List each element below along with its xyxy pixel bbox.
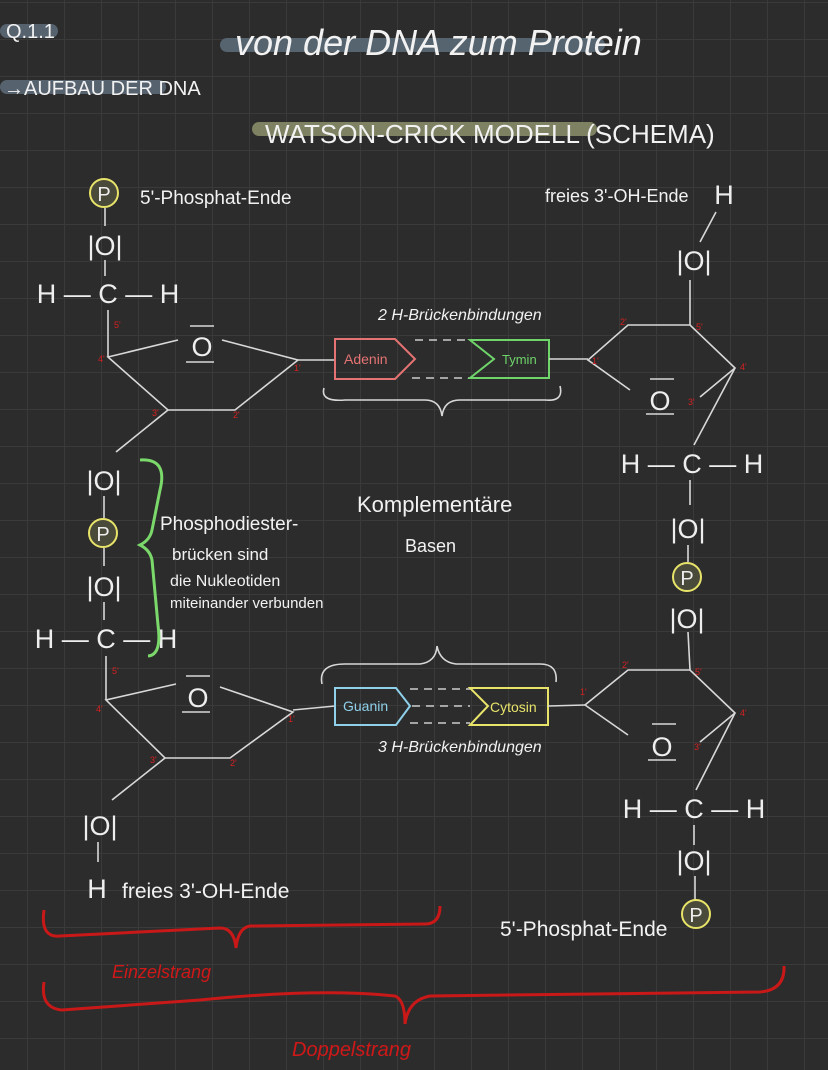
note-line: die Nukleotiden — [170, 573, 280, 590]
phosphate-circle — [681, 899, 711, 929]
end-label-bottom-left: freies 3'-OH-Ende — [122, 880, 289, 903]
carbon-label: 5' — [696, 322, 703, 332]
brace-bottom — [320, 645, 557, 685]
carbon-label: 3' — [688, 397, 695, 407]
subtitle: →AUFBAU DER DNA — [4, 78, 201, 100]
carbon-label: 2' — [230, 758, 237, 768]
base-pair-adenin-tymin: 2 H-Brückenbindungen Adenin Tymin — [322, 307, 588, 417]
end-label-top-right: freies 3'-OH-Ende — [545, 186, 689, 206]
tymin-label: Tymin — [502, 352, 537, 367]
ring-oxygen: O — [651, 732, 672, 762]
complementary-label: Komplementäre — [357, 492, 512, 517]
top-right-nucleotide: freies 3'-OH-Ende H |O| O 1' 2' 5' 4' 3'… — [545, 180, 764, 671]
note-line: miteinander verbunden — [170, 595, 323, 612]
carbon-label: 4' — [740, 362, 747, 372]
phosphate-label: P — [680, 568, 693, 590]
phosphate-circle — [88, 518, 118, 548]
carbon-label: 4' — [96, 704, 103, 714]
oxygen-bridge: |O| — [87, 231, 122, 261]
carbon-label: 3' — [694, 742, 701, 752]
ch2-group: H — C — H — [37, 279, 180, 309]
double-strand-label: Doppelstrang — [292, 1039, 411, 1061]
phosphate-circle — [672, 562, 702, 592]
green-brace — [136, 458, 164, 658]
phosphodiester-note: Phosphodiester- brücken sind die Nukleot… — [136, 458, 323, 658]
single-strand-brace — [41, 905, 442, 949]
section-number: Q.1.1 — [6, 21, 55, 43]
complementary-label-2: Basen — [405, 536, 456, 556]
phosphate-circle — [89, 178, 119, 208]
carbon-label: 2' — [620, 317, 627, 327]
carbon-label: 1' — [294, 363, 301, 373]
oxygen-bridge: |O| — [86, 466, 121, 496]
bond-label-3h: 3 H-Brückenbindungen — [378, 739, 542, 756]
oxygen-bridge: |O| — [676, 846, 711, 876]
ring-oxygen: O — [187, 683, 208, 713]
top-left-nucleotide: P 5'-Phosphat-Ende |O| H — C — H 5' O 4'… — [37, 178, 335, 453]
carbon-label: 2' — [622, 660, 629, 670]
carbon-label: 3' — [152, 408, 159, 418]
cytosin-label: Cytosin — [490, 699, 537, 715]
carbon-label: 1' — [288, 714, 295, 724]
carbon-label: 1' — [580, 687, 587, 697]
section-highlight — [0, 24, 58, 38]
adenin-shape — [334, 338, 417, 380]
page-title: von der DNA zum Protein — [235, 22, 642, 63]
bottom-right-nucleotide: O 1' 2' 5' 4' 3' H — C — H |O| P 5'-Phos… — [500, 660, 765, 941]
double-strand-brace — [41, 965, 786, 1025]
subtitle-highlight — [0, 80, 166, 94]
carbon-label: 5' — [695, 667, 702, 677]
carbon-label: 5' — [112, 666, 119, 676]
end-label-bottom-right: 5'-Phosphat-Ende — [500, 918, 667, 941]
phosphate-label: P — [97, 184, 110, 206]
phosphate-label: P — [96, 524, 109, 546]
note-line: Phosphodiester- — [160, 514, 298, 535]
carbon-label: 3' — [150, 755, 157, 765]
oxygen-bridge: |O| — [86, 572, 121, 602]
oxygen-bridge: |O| — [670, 514, 705, 544]
oxygen-bridge: |O| — [669, 604, 704, 634]
adenin-label: Adenin — [344, 351, 388, 367]
ring-oxygen: O — [649, 386, 670, 416]
title-highlight — [220, 38, 605, 52]
guanin-label: Guanin — [343, 698, 388, 714]
end-label-top-left: 5'-Phosphat-Ende — [140, 188, 292, 209]
bond-label-2h: 2 H-Brückenbindungen — [377, 307, 542, 324]
oxygen-bridge: |O| — [676, 246, 711, 276]
carbon-label: 4' — [98, 354, 105, 364]
carbon-label: 2' — [233, 410, 240, 420]
phosphate-label: P — [689, 905, 702, 927]
hydrogen: H — [714, 180, 734, 210]
carbon-label: 4' — [740, 708, 747, 718]
guanin-shape — [334, 687, 412, 726]
ch2-group: H — C — H — [35, 624, 178, 654]
ch2-group: H — C — H — [623, 794, 766, 824]
hydrogen: H — [87, 874, 107, 904]
diagram-title-highlight — [252, 122, 597, 136]
diagram-title: WATSON-CRICK MODELL (SCHEMA) — [265, 119, 715, 149]
carbon-label: 5' — [114, 320, 121, 330]
cytosin-shape — [467, 687, 549, 726]
bottom-left-nucleotide: |O| P |O| H — C — H 5' O 4' 3' 2' 1' |O|… — [35, 466, 336, 904]
oxygen-bridge: |O| — [82, 811, 117, 841]
brace-top — [322, 385, 562, 417]
note-line: brücken sind — [172, 545, 268, 564]
ch2-group: H — C — H — [621, 449, 764, 479]
tymin-shape — [467, 339, 550, 379]
single-strand-label: Einzelstrang — [112, 962, 211, 982]
base-pair-guanin-cytosin: Guanin Cytosin 3 H-Brückenbindungen — [320, 645, 586, 756]
carbon-label: 1' — [592, 356, 599, 366]
ring-oxygen: O — [191, 332, 212, 362]
